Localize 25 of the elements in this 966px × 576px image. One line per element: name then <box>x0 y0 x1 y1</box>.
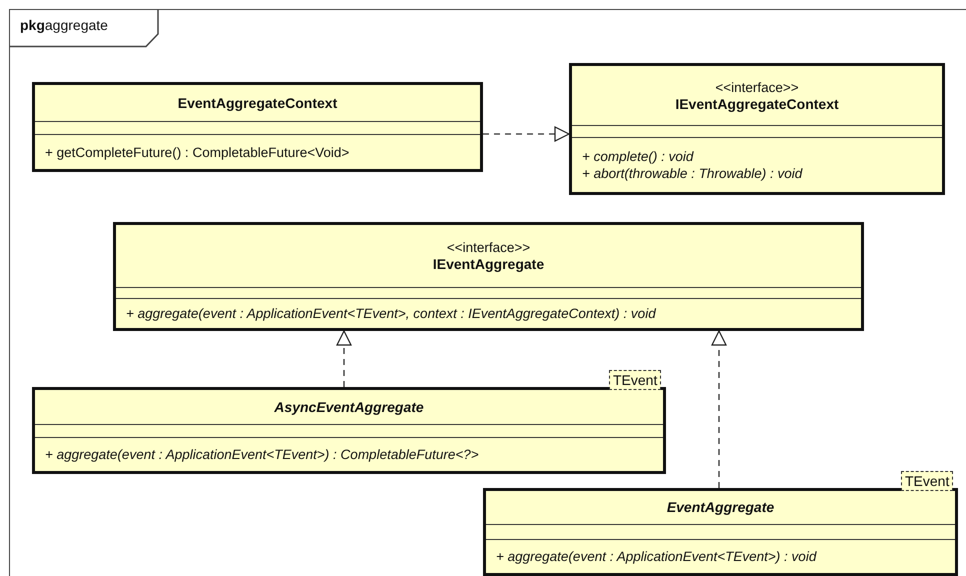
realization-arrow <box>336 330 352 387</box>
class-name: AsyncEventAggregate <box>274 398 424 416</box>
realization-arrow <box>483 126 570 142</box>
type-parameter-label: TEvent <box>901 471 954 491</box>
stereotype-label: <<interface>> <box>446 239 530 256</box>
stereotype-label: <<interface>> <box>715 78 799 96</box>
package-frame <box>9 9 966 576</box>
class-name: EventAggregate <box>666 499 774 516</box>
package-label: pkgaggregate <box>20 17 108 33</box>
class-box <box>113 222 864 331</box>
operation-text: + aggregate(event : ApplicationEvent<TEvent>, context : IEventAggregateContext) : void <box>126 305 657 322</box>
class-name: IEventAggregate <box>432 256 544 273</box>
operation-text: + abort(throwable : Throwable) : void <box>582 165 804 182</box>
class-name: IEventAggregateContext <box>675 96 839 112</box>
type-parameter-label: TEvent <box>609 370 662 390</box>
operation-text: + aggregate(event : ApplicationEvent<TEvent>) : CompletableFuture<?> <box>45 446 480 463</box>
class-name: EventAggregateContext <box>178 94 338 112</box>
class-box <box>32 82 483 172</box>
class-box <box>32 387 666 474</box>
class-box <box>569 63 945 195</box>
operation-text: + aggregate(event : ApplicationEvent<TEvent>) : void <box>496 548 818 565</box>
operation-text: + complete() : void <box>582 148 695 165</box>
class-box <box>483 488 958 576</box>
operation-text: + getCompleteFuture() : CompletableFuture<Void> <box>45 144 350 160</box>
realization-arrow <box>711 330 727 488</box>
